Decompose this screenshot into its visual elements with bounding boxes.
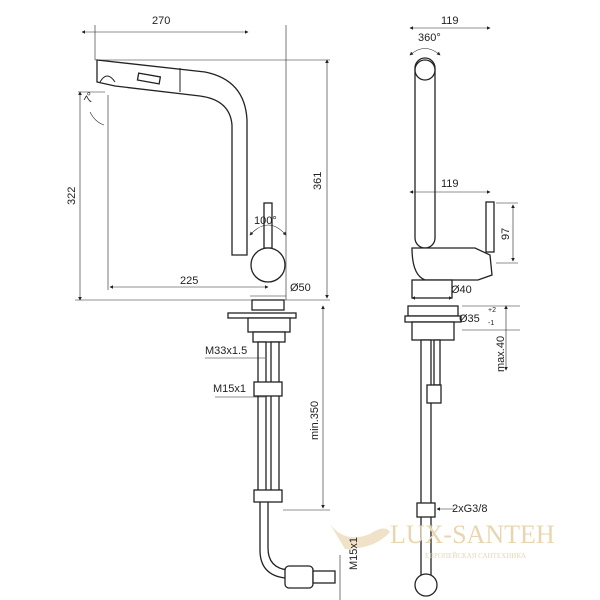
side-view — [404, 26, 520, 597]
label-thread-bottom: M15x1 — [348, 537, 360, 570]
label-hole-diameter: Ø35 — [459, 313, 480, 325]
label-spout-angle: 7° — [82, 90, 98, 105]
label-base-diameter-side: Ø40 — [451, 284, 472, 296]
label-max-thickness: max.40 — [495, 336, 507, 372]
label-connection: 2xG3/8 — [452, 503, 487, 515]
label-reach: 225 — [180, 275, 198, 287]
spout-side — [414, 57, 436, 249]
label-width-lever: 119 — [441, 178, 459, 190]
hose-fitting — [253, 489, 283, 503]
spray-button — [136, 72, 162, 85]
label-lever-height: 97 — [500, 228, 512, 240]
label-lever-angle: 100° — [254, 215, 277, 227]
mounting-plate — [227, 312, 297, 319]
label-rotation: 360° — [418, 32, 441, 44]
label-hose-length: min.350 — [309, 401, 321, 440]
label-thread-hose: M15x1 — [213, 383, 246, 395]
label-height-spout: 322 — [66, 187, 78, 205]
watermark: LUX-SANTEH ЕВРОПЕЙСКАЯ САНТЕХНИКА — [330, 520, 555, 560]
valve-side — [414, 573, 438, 597]
spout — [96, 59, 248, 256]
front-view — [75, 25, 341, 600]
label-thread-main: M33x1.5 — [205, 345, 247, 357]
watermark-brand: LUX-SANTEH — [390, 520, 555, 549]
label-tolerance-plus: +2 — [488, 307, 496, 314]
label-base-diameter: Ø50 — [290, 282, 311, 294]
handle-body — [250, 247, 286, 283]
valve-body — [284, 565, 314, 589]
watermark-tagline: ЕВРОПЕЙСКАЯ САНТЕХНИКА — [425, 552, 526, 560]
label-width: 270 — [152, 15, 170, 27]
label-height-total: 361 — [312, 172, 324, 190]
body-side — [411, 247, 493, 281]
label-width-top: 119 — [441, 15, 459, 27]
hose-nut — [253, 381, 283, 397]
bathtub-logo-icon — [330, 524, 390, 549]
label-tolerance-minus: -1 — [488, 320, 494, 327]
